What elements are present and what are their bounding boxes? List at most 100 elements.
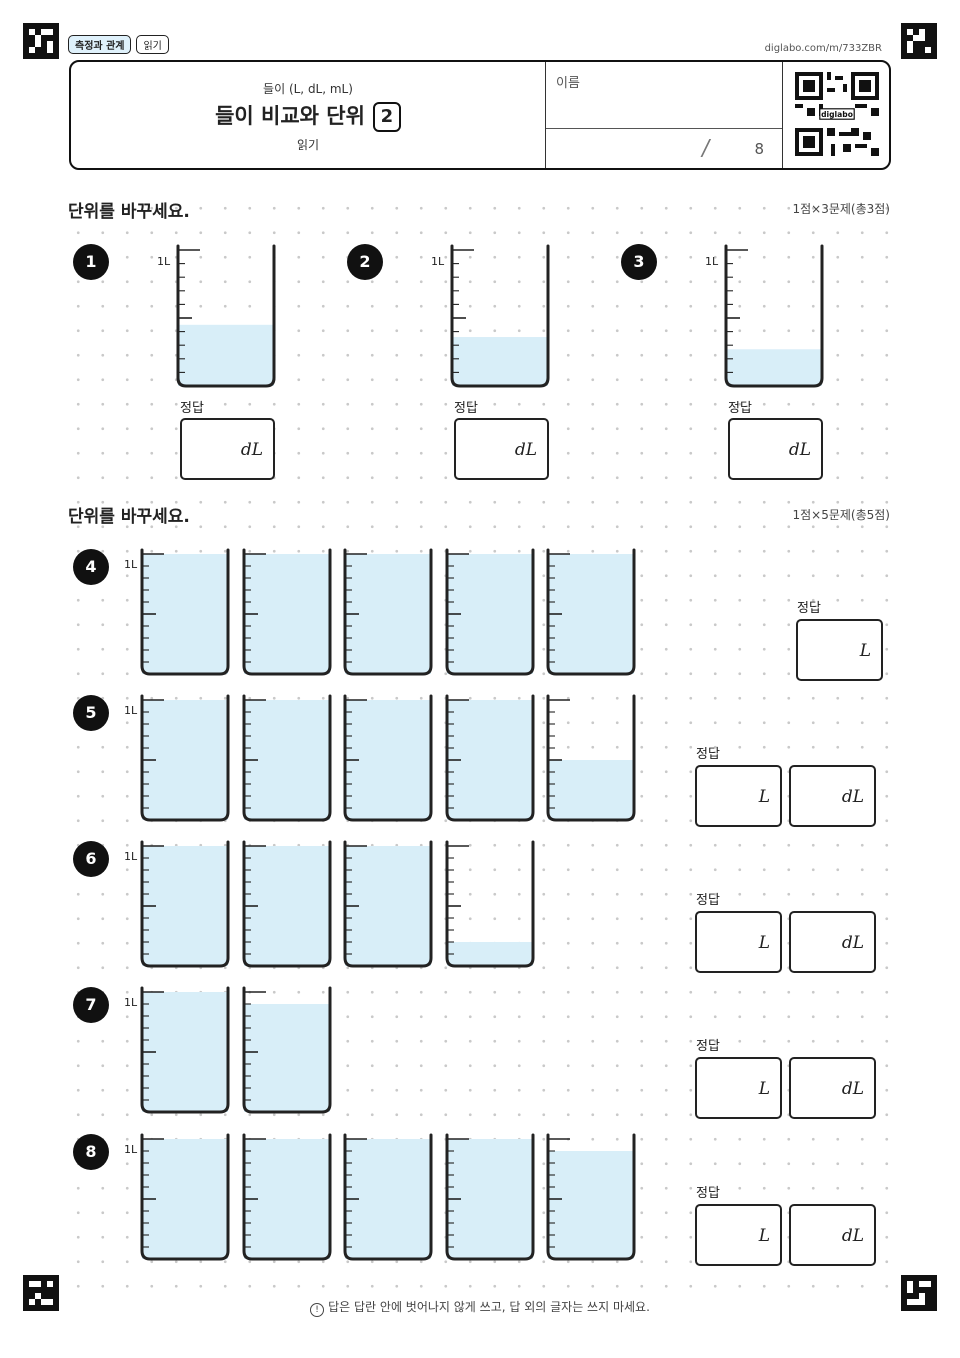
question-number: 4: [73, 549, 109, 585]
beaker-outline: [343, 548, 433, 676]
beaker: [546, 548, 636, 676]
unit-label: dL: [841, 787, 864, 807]
answer-box[interactable]: dL: [728, 418, 823, 480]
water-fill: [142, 700, 228, 820]
beaker-outline: [242, 840, 331, 968]
beaker-outline: [450, 244, 550, 388]
question-number: 2: [347, 244, 383, 280]
water-fill: [142, 1139, 228, 1259]
beaker: [140, 840, 230, 968]
beaker-outline: [445, 1133, 534, 1261]
beaker: [445, 840, 534, 968]
beaker-outline: [242, 1133, 331, 1261]
water-fill: [446, 942, 533, 966]
scale-label-1l: 1L: [124, 704, 138, 717]
question-number: 3: [621, 244, 657, 280]
beaker-outline: [445, 694, 534, 822]
scale-label-1l: 1L: [124, 1143, 138, 1156]
beaker: [242, 1133, 331, 1261]
unit-label: dL: [240, 440, 263, 460]
unit-label: L: [859, 641, 871, 661]
beaker: [546, 694, 636, 822]
beaker-outline: [140, 986, 230, 1114]
beaker-outline: [546, 694, 636, 822]
unit-label: dL: [841, 1079, 864, 1099]
answer-box[interactable]: dL: [789, 911, 876, 973]
type-tag: 읽기: [136, 35, 169, 54]
level-badge: 2: [372, 102, 401, 132]
answer-label: 정답: [728, 401, 752, 416]
qr-code-icon[interactable]: diglabo: [795, 72, 879, 156]
beaker-outline: [445, 548, 534, 676]
scale-label-1l: 1L: [431, 255, 445, 268]
beaker-outline: [242, 694, 331, 822]
answer-box[interactable]: L: [695, 1204, 782, 1266]
beaker: [242, 548, 331, 676]
corner-marker-bottom-left: [23, 1275, 59, 1311]
beaker-outline: [140, 840, 230, 968]
water-fill: [548, 760, 634, 820]
water-fill: [446, 554, 533, 674]
answer-label: 정답: [696, 747, 720, 762]
answer-box[interactable]: dL: [454, 418, 549, 480]
category-tag: 측정과 관계: [68, 35, 132, 54]
answer-box[interactable]: dL: [180, 418, 275, 480]
scale-label-1l: 1L: [157, 255, 171, 268]
water-fill: [452, 337, 548, 386]
scale-label-1l: 1L: [124, 850, 138, 863]
answer-label: 정답: [696, 893, 720, 908]
beaker: [140, 548, 230, 676]
beaker-outline: [724, 244, 824, 388]
beaker-outline: [242, 986, 331, 1114]
answer-box[interactable]: L: [695, 1057, 782, 1119]
qr-label: diglabo: [821, 110, 853, 119]
beaker: [546, 1133, 636, 1261]
beaker-outline: [242, 548, 331, 676]
beaker: [724, 244, 824, 388]
beaker-outline: [343, 840, 433, 968]
water-fill: [446, 1139, 533, 1259]
water-fill: [142, 846, 228, 966]
unit-label: dL: [841, 1226, 864, 1246]
tag-group: 측정과 관계 읽기: [68, 35, 169, 54]
answer-box[interactable]: L: [695, 911, 782, 973]
beaker: [140, 1133, 230, 1261]
corner-marker-top-left: [23, 23, 59, 59]
beaker: [343, 1133, 433, 1261]
water-fill: [142, 992, 228, 1112]
worksheet-subtitle: 들이 (L, dL, mL): [263, 82, 353, 96]
source-url[interactable]: diglabo.com/m/733ZBR: [764, 43, 882, 54]
answer-label: 정답: [797, 601, 821, 616]
beaker: [343, 840, 433, 968]
water-fill: [345, 1139, 431, 1259]
answer-box[interactable]: dL: [789, 1057, 876, 1119]
answer-box[interactable]: L: [796, 619, 883, 681]
beaker: [176, 244, 276, 388]
score-total: 8: [754, 140, 764, 158]
question-number: 6: [73, 841, 109, 877]
beaker: [445, 548, 534, 676]
answer-box[interactable]: dL: [789, 765, 876, 827]
question-number: 1: [73, 244, 109, 280]
water-fill: [345, 700, 431, 820]
beaker: [140, 694, 230, 822]
answer-label: 정답: [180, 401, 204, 416]
alert-circle-icon: !: [310, 1303, 325, 1317]
section2-points: 1점×5문제(총5점): [792, 508, 890, 522]
question-number: 8: [73, 1134, 109, 1170]
answer-box[interactable]: dL: [789, 1204, 876, 1266]
answer-label: 정답: [454, 401, 478, 416]
section1-instruction: 단위를 바꾸세요.: [68, 202, 190, 222]
section1-points: 1점×3문제(총3점): [792, 202, 890, 216]
beaker: [445, 694, 534, 822]
unit-label: L: [758, 1079, 770, 1099]
scale-label-1l: 1L: [705, 255, 719, 268]
water-fill: [243, 846, 330, 966]
water-fill: [178, 324, 274, 386]
beaker: [450, 244, 550, 388]
answer-box[interactable]: L: [695, 765, 782, 827]
water-fill: [548, 554, 634, 674]
